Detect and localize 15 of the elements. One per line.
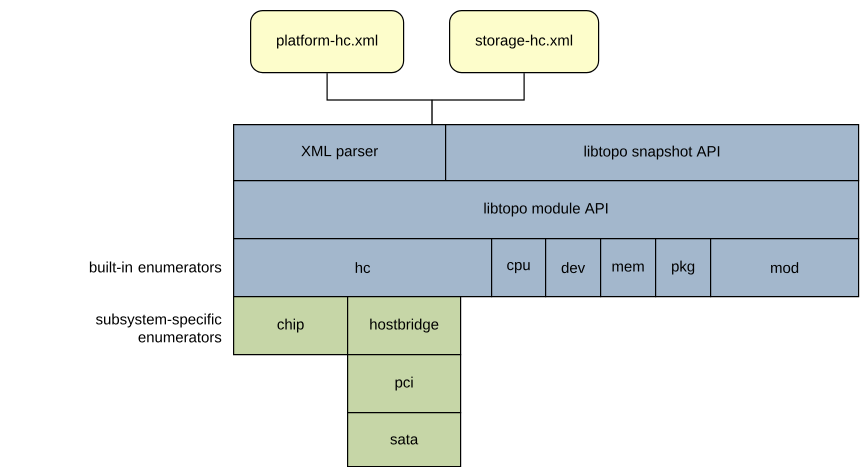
file-box: storage-hc.xml: [449, 10, 600, 74]
enumerator-box: hostbridge: [347, 296, 462, 356]
module-box: cpu: [491, 238, 546, 298]
connector-line: [431, 73, 525, 124]
module-box: pkg: [655, 238, 712, 298]
module-box: mem: [600, 238, 656, 298]
side-label: built-in enumerators: [90, 262, 222, 272]
enumerator-box: chip: [233, 296, 348, 356]
file-box: platform-hc.xml: [250, 10, 404, 74]
module-box: XML parser: [233, 124, 446, 182]
module-box: libtopo snapshot API: [445, 124, 860, 182]
side-label: subsystem-specific enumerators: [96, 314, 222, 342]
enumerator-box: sata: [347, 412, 462, 467]
module-box: dev: [545, 238, 602, 298]
enumerator-box: pci: [347, 354, 462, 414]
